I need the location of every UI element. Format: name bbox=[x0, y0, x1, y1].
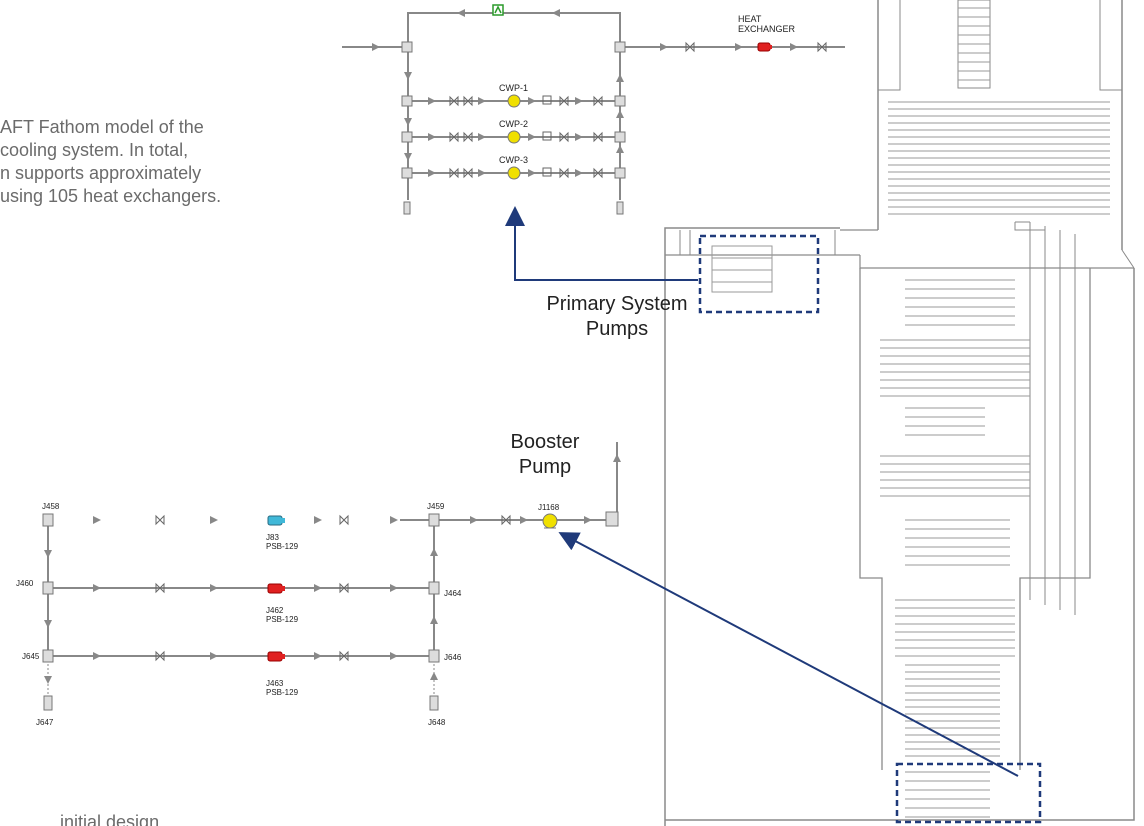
booster-pump-arrow bbox=[558, 532, 1019, 777]
label-line: J83 bbox=[266, 533, 279, 542]
pipe[interactable] bbox=[610, 442, 618, 521]
junction-label: J648 bbox=[428, 718, 446, 727]
junction-icon[interactable] bbox=[42, 581, 54, 595]
callout-line: Booster bbox=[510, 431, 580, 453]
intro-line: n supports approximately bbox=[0, 163, 202, 183]
label-line: PSB-129 bbox=[266, 688, 299, 697]
junction-icon[interactable] bbox=[428, 581, 440, 595]
primary-pumps-highlight-box bbox=[698, 234, 820, 314]
label-line: EXCHANGER bbox=[738, 24, 796, 34]
exchanger-label: J463 PSB-129 bbox=[266, 679, 298, 697]
heat-exchanger-icon[interactable] bbox=[267, 515, 285, 526]
heat-exchanger-label: HEAT EXCHANGER bbox=[738, 14, 795, 34]
junction-icon[interactable] bbox=[605, 511, 619, 527]
junction-icon[interactable] bbox=[614, 95, 626, 107]
pump-icons bbox=[507, 94, 521, 180]
label-line: J463 bbox=[266, 679, 284, 688]
exchanger-label: J83 PSB-129 bbox=[266, 533, 298, 551]
booster-pump-highlight-box bbox=[895, 762, 1042, 824]
valve-icons bbox=[155, 514, 511, 662]
flow-arrows bbox=[44, 454, 621, 684]
intro-paragraph: AFT Fathom model of the cooling system. … bbox=[0, 116, 330, 208]
overview-piping-rows bbox=[880, 7, 1110, 818]
heat-exchanger-icon[interactable] bbox=[267, 651, 285, 662]
callout-line: Primary System bbox=[546, 293, 688, 315]
label-line: PSB-129 bbox=[266, 615, 299, 624]
callout-line: Pumps bbox=[585, 318, 649, 340]
tank-icon[interactable] bbox=[403, 201, 411, 215]
junction-label: J464 bbox=[444, 589, 462, 598]
junction-icon[interactable] bbox=[428, 649, 440, 663]
valve-icons bbox=[449, 41, 827, 179]
junction-icon[interactable] bbox=[42, 649, 54, 663]
pump-label-cwp-3: CWP-3 bbox=[499, 155, 528, 165]
intro-line: AFT Fathom model of the bbox=[0, 117, 204, 137]
bottom-text-fragment: ... . . . . initial design bbox=[0, 812, 160, 826]
booster-pump-callout: Booster Pump bbox=[480, 430, 610, 480]
exchanger-label: J462 PSB-129 bbox=[266, 606, 298, 624]
tank-icon[interactable] bbox=[43, 695, 53, 711]
junction-icon[interactable] bbox=[401, 95, 413, 107]
check-valve-icon[interactable] bbox=[492, 4, 504, 16]
label-line: PSB-129 bbox=[266, 542, 299, 551]
junction-label: J460 bbox=[16, 579, 34, 588]
booster-pump-icon[interactable] bbox=[542, 513, 558, 529]
junction-icon[interactable] bbox=[401, 167, 413, 179]
pump-label-cwp-2: CWP-2 bbox=[499, 119, 528, 129]
primary-pumps-mini bbox=[711, 245, 773, 293]
junction-icon[interactable] bbox=[401, 131, 413, 143]
junction-label: J458 bbox=[42, 502, 60, 511]
callout-line: Pump bbox=[518, 456, 572, 478]
junction-label: J647 bbox=[36, 718, 54, 727]
flow-arrows bbox=[372, 9, 798, 177]
intro-line: using 105 heat exchangers. bbox=[0, 186, 222, 206]
junction-label: J646 bbox=[444, 653, 462, 662]
primary-pumps-arrow bbox=[505, 206, 698, 281]
junction-label: J645 bbox=[22, 652, 40, 661]
overview-schematic bbox=[664, 0, 1135, 826]
tank-icon[interactable] bbox=[616, 201, 624, 215]
junction-icon[interactable] bbox=[614, 41, 626, 53]
junction-icon[interactable] bbox=[428, 513, 440, 527]
heat-exchanger-icon[interactable] bbox=[757, 42, 772, 52]
intro-line: cooling system. In total, bbox=[0, 140, 189, 160]
label-line: HEAT bbox=[738, 14, 762, 24]
junction-icon[interactable] bbox=[42, 513, 54, 527]
heat-exchanger-icon[interactable] bbox=[267, 583, 285, 594]
pipe[interactable] bbox=[407, 12, 621, 47]
pump-label-cwp-1: CWP-1 bbox=[499, 83, 528, 93]
junction-icon[interactable] bbox=[614, 131, 626, 143]
junction-label: J459 bbox=[427, 502, 445, 511]
label-line: J462 bbox=[266, 606, 284, 615]
primary-pumps-callout: Primary System Pumps bbox=[534, 292, 700, 342]
junction-label: J1168 bbox=[538, 503, 560, 512]
junction-icon[interactable] bbox=[401, 41, 413, 53]
tank-icon[interactable] bbox=[429, 695, 439, 711]
junction-icon[interactable] bbox=[614, 167, 626, 179]
